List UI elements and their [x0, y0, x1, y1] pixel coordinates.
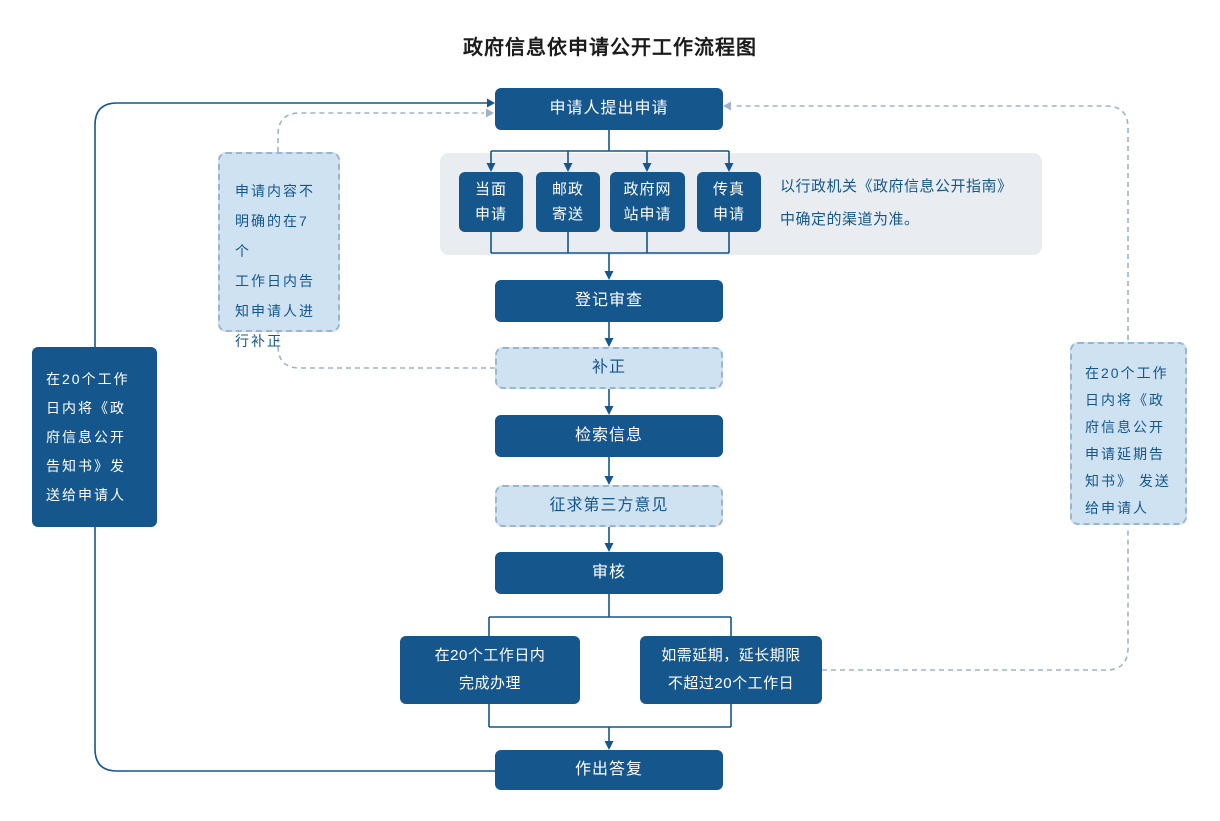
- node-complete-within-20-days: 在20个工作日内 完成办理: [400, 636, 580, 704]
- node-channel-website: 政府网 站申请: [610, 172, 685, 232]
- node-third-party: 征求第三方意见: [495, 485, 723, 527]
- note-correction-7-days: 申请内容不 明确的在7个 工作日内告 知申请人进 行补正: [218, 152, 340, 349]
- node-channel-in-person: 当面 申请: [459, 172, 523, 232]
- node-register: 登记审查: [495, 280, 723, 322]
- node-review: 审核: [495, 552, 723, 594]
- note-extension-notice: 在20个工作 日内将《政 府信息公开 申请延期告 知书》 发送 给申请人: [1070, 342, 1187, 525]
- note-disclosure-notice: 在20个工作 日内将《政 府信息公开 告知书》发 送给申请人: [32, 347, 157, 527]
- diagram-title: 政府信息依申请公开工作流程图: [463, 37, 757, 59]
- node-extension: 如需延期，延长期限 不超过20个工作日: [640, 636, 822, 704]
- node-search: 检索信息: [495, 415, 723, 457]
- node-channel-fax: 传真 申请: [697, 172, 761, 232]
- node-correction: 补正: [495, 347, 723, 389]
- node-apply: 申请人提出申请: [495, 88, 723, 130]
- channels-note: 以行政机关《政府信息公开指南》 中确定的渠道为准。: [780, 178, 1013, 228]
- node-reply: 作出答复: [495, 750, 723, 790]
- node-channel-mail: 邮政 寄送: [536, 172, 600, 232]
- arrowheads-solid: [486, 98, 734, 750]
- arrowheads-dashed: [486, 101, 731, 118]
